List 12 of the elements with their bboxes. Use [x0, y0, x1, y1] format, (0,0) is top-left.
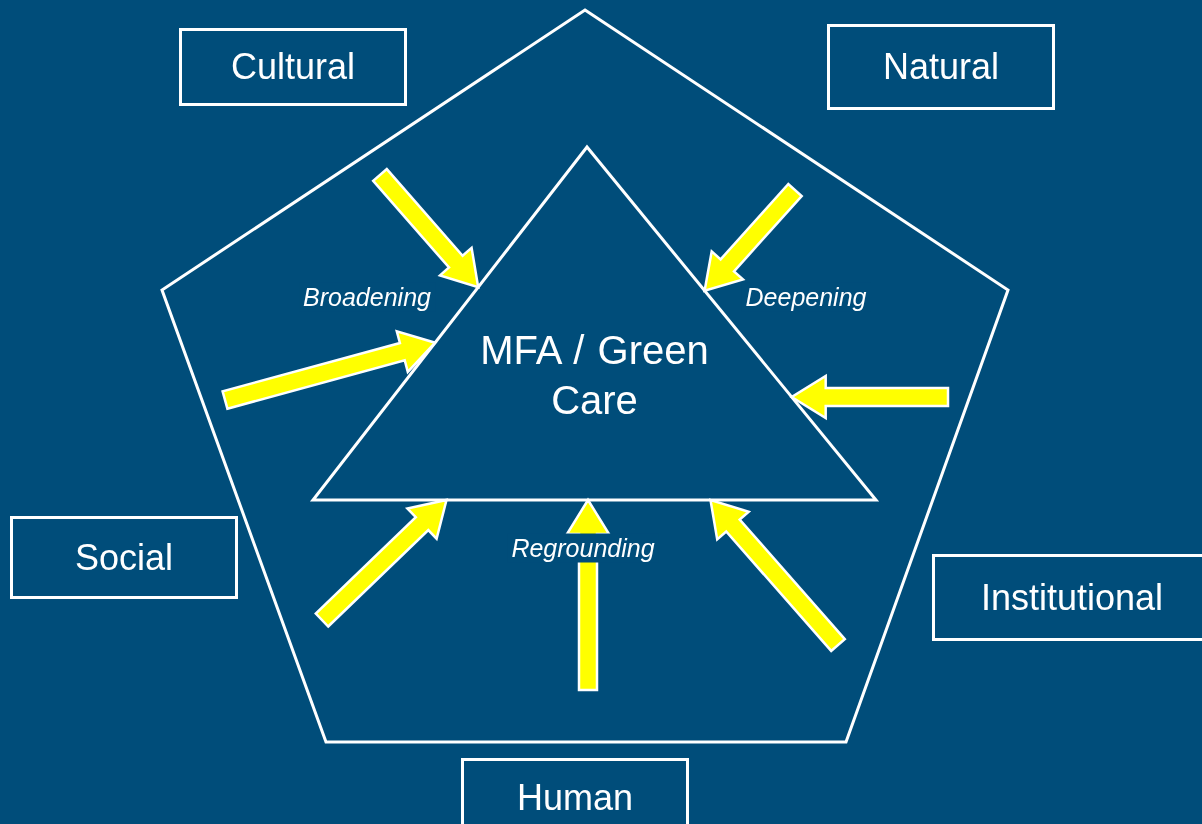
block-arrow — [314, 498, 449, 629]
capital-box: Social — [10, 516, 238, 599]
block-arrow — [708, 498, 847, 653]
block-arrow — [221, 329, 438, 411]
capital-box: Natural — [827, 24, 1055, 110]
capital-box: Human — [461, 758, 689, 824]
block-arrow — [703, 182, 804, 293]
block-arrow — [371, 167, 480, 289]
block-arrow — [789, 373, 950, 421]
center-text: MFA / Green Care — [479, 327, 710, 424]
capital-box: Institutional — [932, 554, 1202, 641]
capital-box: Cultural — [179, 28, 407, 106]
